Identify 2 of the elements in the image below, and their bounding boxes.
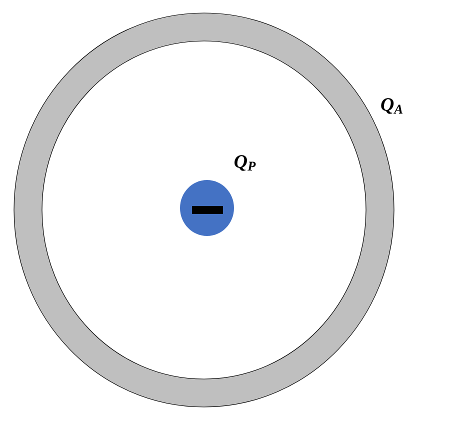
charge-label: Q$_{P}$ [234,155,256,171]
charge-label: Q$_{A}$ [381,98,402,114]
